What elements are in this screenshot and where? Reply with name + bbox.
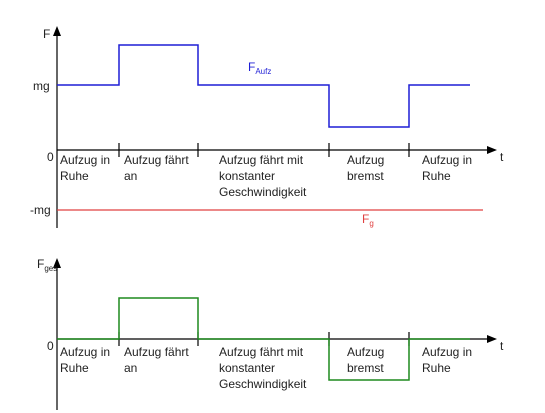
phase-label-line: Ruhe (422, 169, 451, 183)
phase-label-line: Aufzug in (60, 153, 110, 167)
phase-label-line: konstanter (219, 361, 275, 375)
phase-label: Aufzug in Ruhe (422, 153, 472, 183)
phase-label-line: bremst (347, 169, 384, 183)
bottom-phase-labels: Aufzug in Ruhe Aufzug fährt an Aufzug fährt … (60, 345, 472, 391)
top-y-tick-zero: 0 (47, 150, 54, 164)
phase-label-line: Aufzug fährt mit (219, 153, 304, 167)
top-y-tick-neg-mg: -mg (30, 203, 51, 217)
phase-label-line: konstanter (219, 169, 275, 183)
phase-label: Aufzug bremst (347, 345, 384, 375)
bottom-y-tick-zero: 0 (47, 339, 54, 353)
phase-label-line: Aufzug (347, 153, 384, 167)
phase-label-line: an (124, 361, 137, 375)
phase-label-line: Aufzug in (60, 345, 110, 359)
top-y-axis-label: F (43, 27, 50, 41)
top-x-axis-label: t (500, 150, 504, 164)
phase-label: Aufzug in Ruhe (422, 345, 472, 375)
bottom-y-axis-arrow-icon (53, 258, 61, 268)
phase-label-line: Geschwindigkeit (219, 185, 307, 199)
phase-label-line: Ruhe (60, 361, 89, 375)
phase-label-line: Aufzug in (422, 345, 472, 359)
bottom-x-axis-arrow-icon (487, 335, 497, 343)
series-f-ges-line (57, 297, 470, 381)
phase-label: Aufzug in Ruhe (60, 153, 110, 183)
phase-label-line: Aufzug fährt (124, 345, 189, 359)
phase-label: Aufzug in Ruhe (60, 345, 110, 375)
series-f-g-label: Fg (362, 212, 374, 228)
phase-label-line: Aufzug fährt (124, 153, 189, 167)
phase-label: Aufzug bremst (347, 153, 384, 183)
phase-label-line: Aufzug fährt mit (219, 345, 304, 359)
series-f-aufz-line (57, 44, 470, 128)
phase-label-line: an (124, 169, 137, 183)
phase-label-line: Aufzug (347, 345, 384, 359)
top-x-axis-arrow-icon (487, 146, 497, 154)
phase-label-line: Ruhe (60, 169, 89, 183)
top-y-axis-arrow-icon (53, 26, 61, 36)
phase-label-line: Ruhe (422, 361, 451, 375)
phase-label-line: Aufzug in (422, 153, 472, 167)
bottom-y-axis-label: Fges (37, 257, 57, 273)
phase-label: Aufzug fährt an (124, 345, 189, 375)
phase-label-line: bremst (347, 361, 384, 375)
bottom-x-axis-label: t (500, 339, 504, 353)
top-phase-labels: Aufzug in Ruhe Aufzug fährt an Aufzug fährt … (60, 153, 472, 199)
top-y-tick-mg: mg (33, 79, 50, 93)
phase-label-line: Geschwindigkeit (219, 377, 307, 391)
series-f-aufz-label: FAufz (248, 60, 271, 76)
phase-label: Aufzug fährt an (124, 153, 189, 183)
